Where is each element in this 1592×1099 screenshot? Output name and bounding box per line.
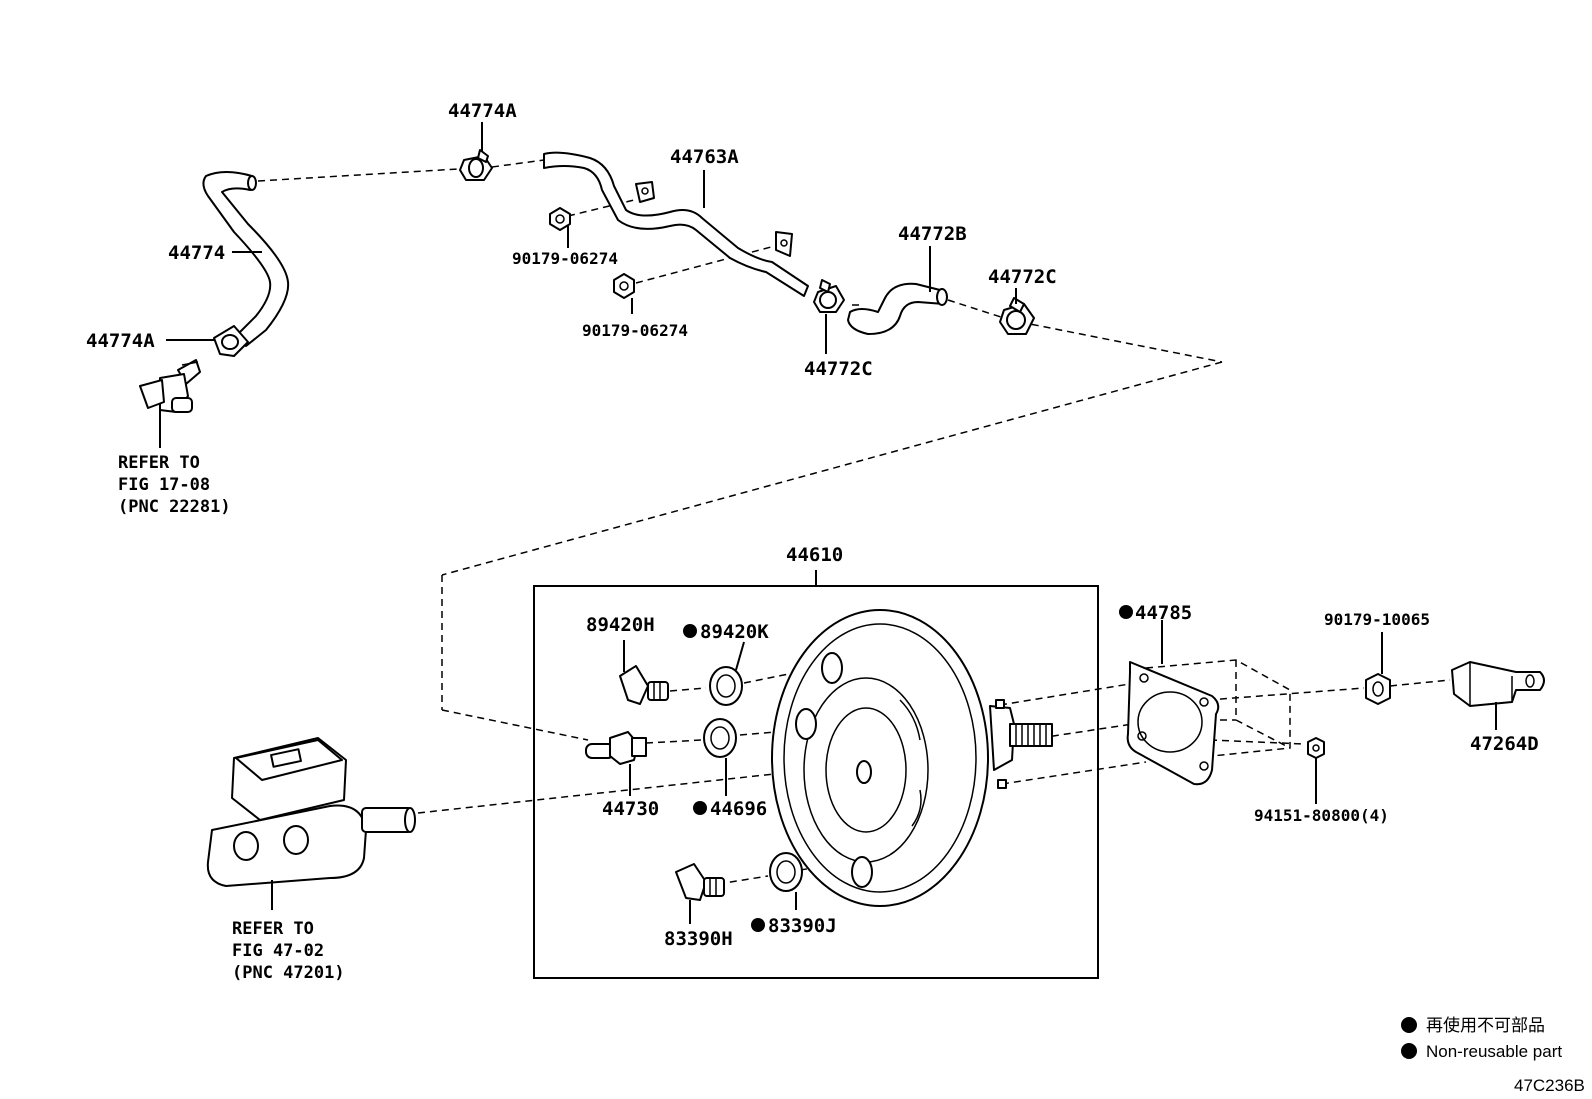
nut-90179-06274-b-drawing — [613, 273, 635, 299]
nut-90179-06274-a-drawing — [549, 207, 571, 231]
refer-note-2-line-3: (PNC 47201) — [232, 963, 345, 983]
hose-44772B-drawing — [847, 282, 948, 335]
legend-text-en: Non-reusable part — [1426, 1042, 1562, 1061]
label-44772C-mid: 44772C — [804, 358, 873, 380]
master-cylinder-drawing — [206, 737, 416, 887]
label-44772C-right: 44772C — [988, 266, 1057, 288]
label-44730: 44730 — [602, 798, 659, 820]
non-reusable-dot-89420K — [683, 624, 697, 638]
label-90179-06274-b: 90179-06274 — [582, 321, 688, 340]
refer-note-fig-47-02: REFER TO FIG 47-02 (PNC 47201) — [232, 919, 345, 983]
check-valve-44730-drawing — [585, 731, 647, 765]
refer-note-2-line-2: FIG 47-02 — [232, 941, 324, 961]
label-94151-80800: 94151-80800(4) — [1254, 806, 1389, 825]
label-89420K: 89420K — [700, 621, 769, 643]
label-83390H: 83390H — [664, 928, 733, 950]
nut-94151-drawing — [1307, 737, 1325, 759]
label-47264D: 47264D — [1470, 733, 1539, 755]
legend-dot-en — [1401, 1043, 1417, 1059]
grommet-89420K-drawing — [709, 666, 743, 706]
clamp-44772C-mid-drawing — [813, 279, 845, 313]
legend: 再使用不可部品 Non-reusable part — [1401, 1015, 1562, 1061]
label-44610: 44610 — [786, 544, 843, 566]
sensor-83390H-drawing — [675, 863, 725, 901]
label-44774: 44774 — [168, 242, 225, 264]
label-44772B: 44772B — [898, 223, 967, 245]
label-90179-06274-a: 90179-06274 — [512, 249, 618, 268]
pipe-44763A-drawing — [543, 151, 809, 297]
legend-dot-jp — [1401, 1017, 1417, 1033]
clevis-47264D-drawing — [1451, 661, 1545, 707]
figure-code: 47C236B — [1514, 1076, 1585, 1095]
label-89420H: 89420H — [586, 614, 655, 636]
refer-note-1-line-1: REFER TO — [118, 453, 200, 473]
label-90179-10065: 90179-10065 — [1324, 610, 1430, 629]
non-reusable-dot-44785 — [1119, 605, 1133, 619]
grommet-44696-drawing — [703, 718, 737, 758]
non-reusable-dot-83390J — [751, 918, 765, 932]
grommet-83390J-drawing — [769, 852, 803, 892]
clamp-44774A-top-drawing — [459, 149, 493, 181]
dashed-guides — [257, 159, 1451, 885]
sensor-89420H-drawing — [619, 665, 669, 705]
valve-fitting-drawing — [139, 359, 201, 413]
label-83390J: 83390J — [768, 915, 837, 937]
refer-note-fig-17-08: REFER TO FIG 17-08 (PNC 22281) — [118, 453, 231, 517]
gasket-44785-drawing — [1126, 661, 1220, 786]
label-44763A: 44763A — [670, 146, 739, 168]
refer-note-1-line-2: FIG 17-08 — [118, 475, 210, 495]
nut-90179-10065-drawing — [1365, 673, 1391, 705]
clamp-44774A-left-drawing — [213, 325, 249, 357]
non-reusable-dot-44696 — [693, 801, 707, 815]
brake-booster-drawing — [771, 609, 1053, 907]
clamp-44772C-right-drawing — [999, 297, 1035, 335]
refer-note-1-line-3: (PNC 22281) — [118, 497, 231, 517]
label-44785: 44785 — [1135, 602, 1192, 624]
label-44774A-top: 44774A — [448, 100, 517, 122]
refer-note-2-line-1: REFER TO — [232, 919, 314, 939]
label-44774A-left: 44774A — [86, 330, 155, 352]
hose-44774-drawing — [202, 171, 290, 347]
legend-text-jp: 再使用不可部品 — [1426, 1015, 1545, 1035]
leader-lines — [159, 122, 1497, 924]
label-44696: 44696 — [710, 798, 767, 820]
